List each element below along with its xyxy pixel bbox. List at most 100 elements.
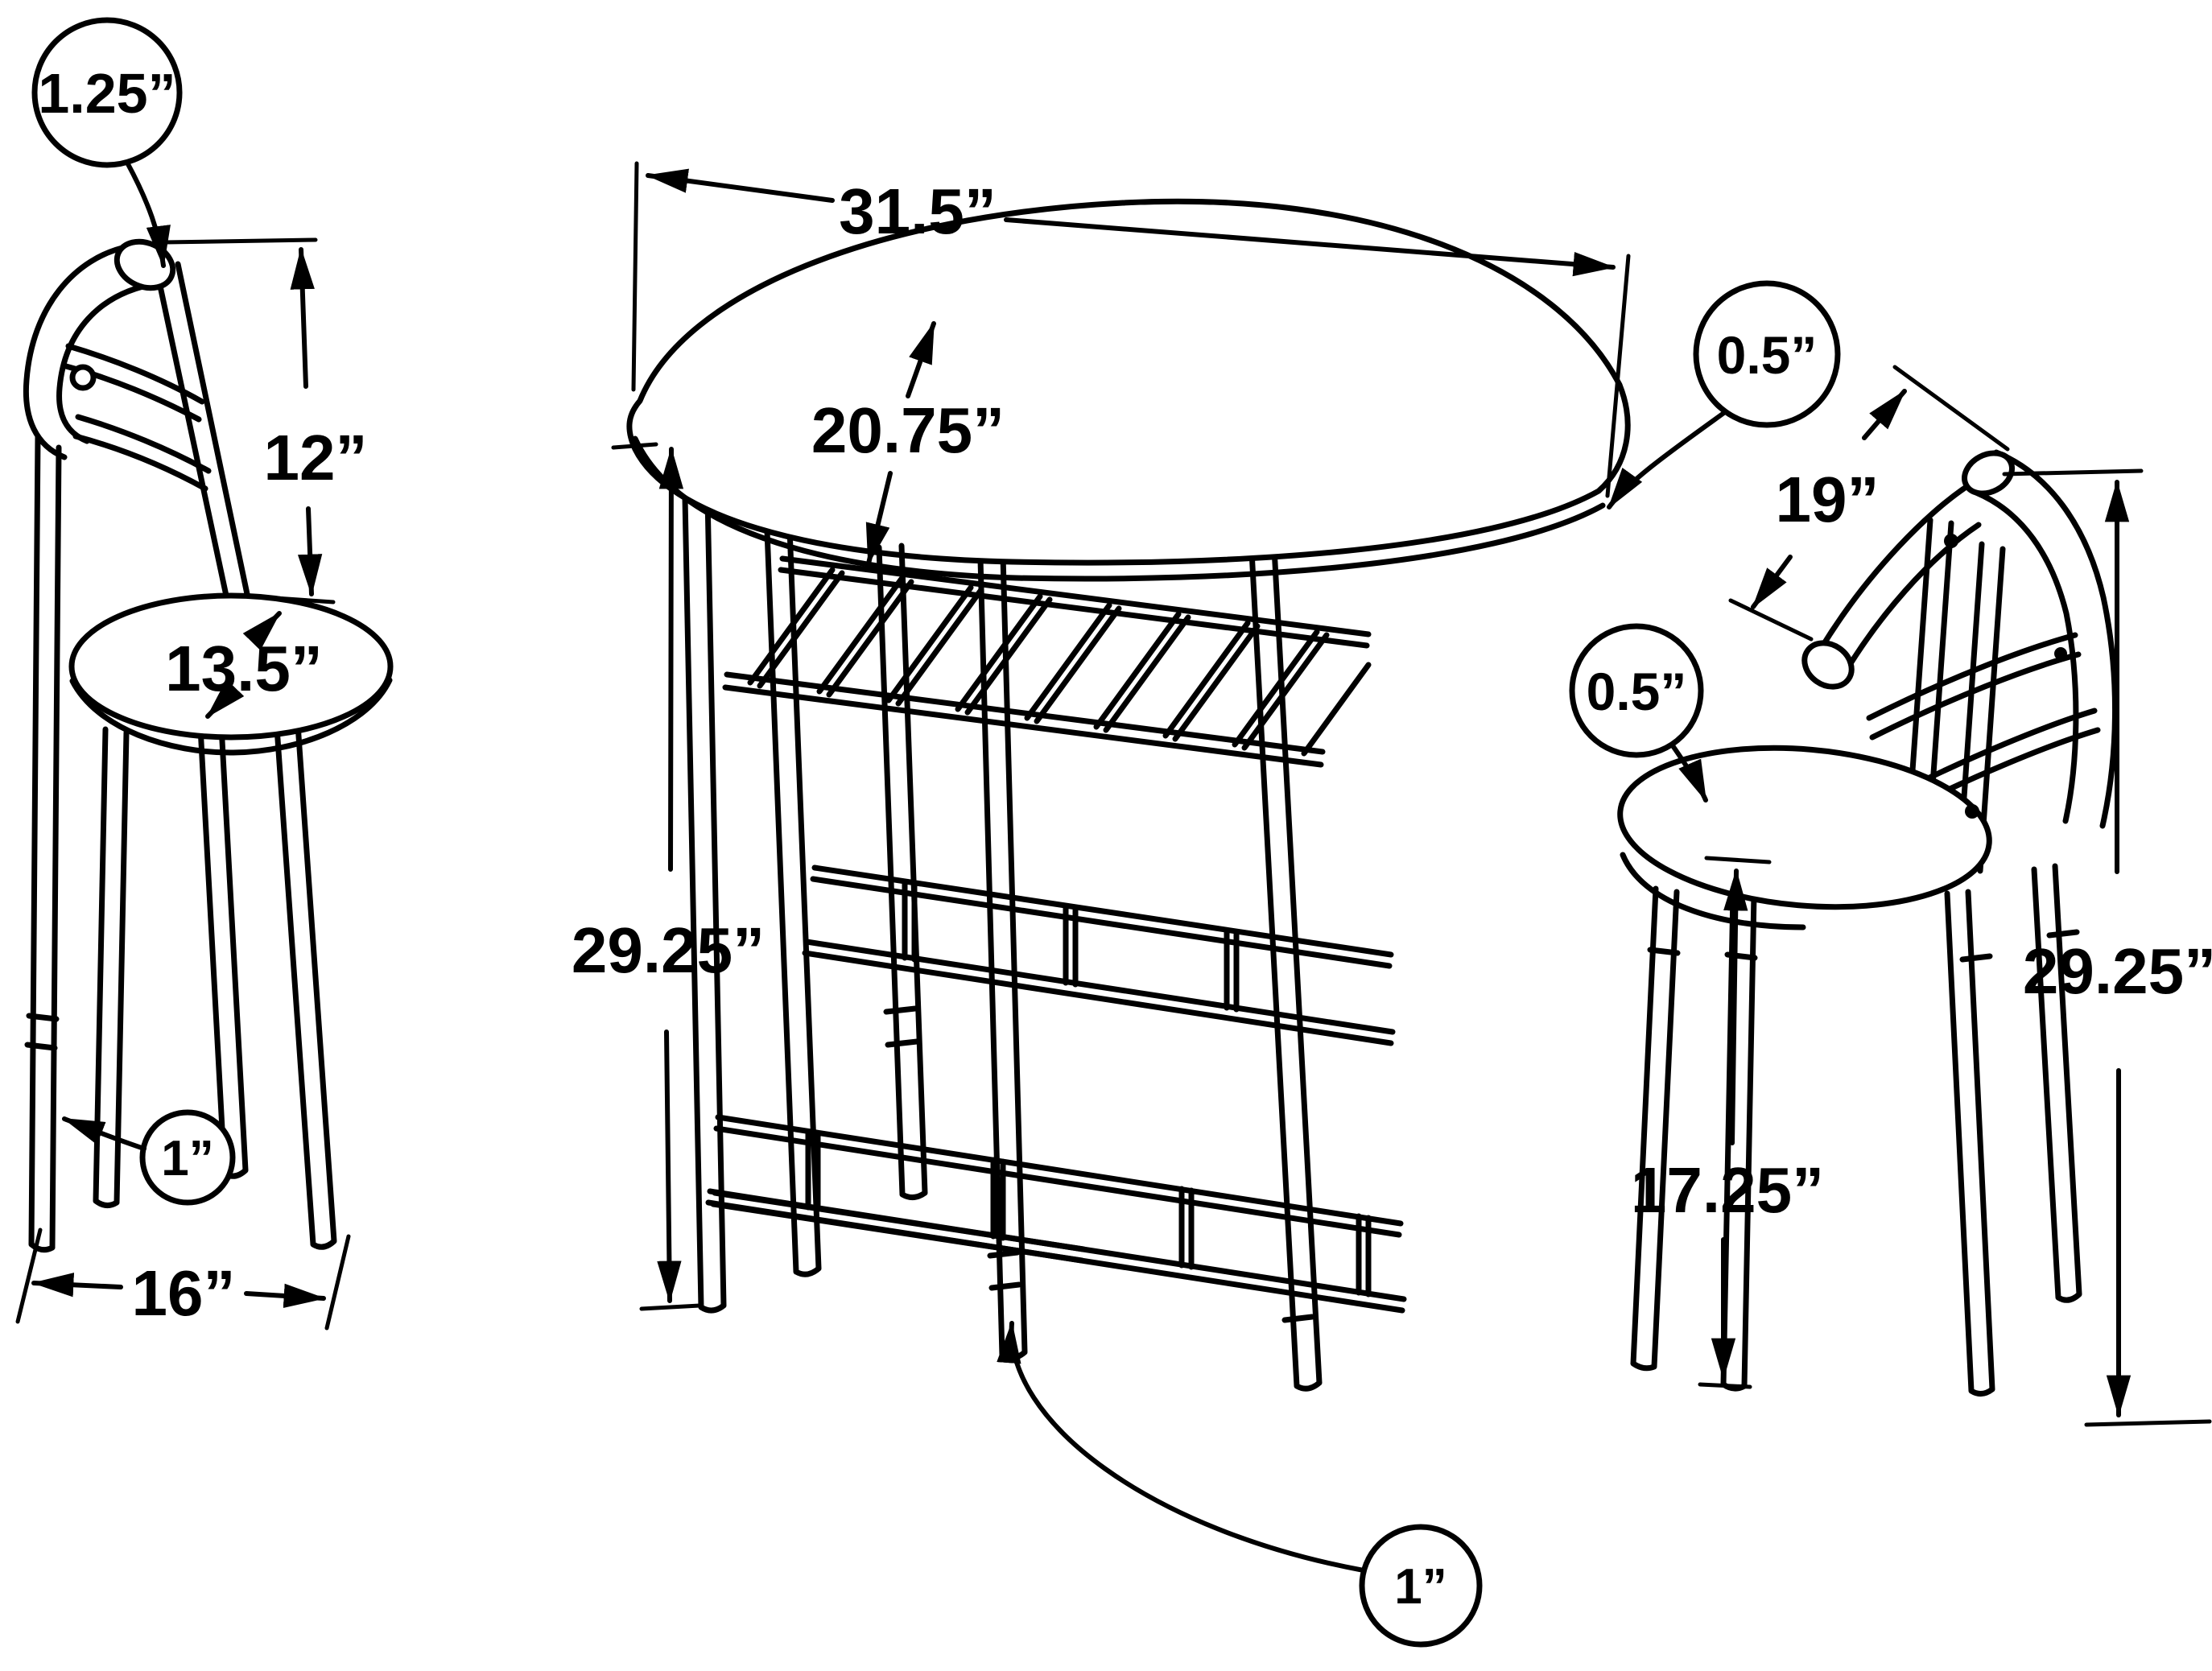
left-chair-seat — [68, 592, 394, 741]
dim-arrow-up — [290, 247, 315, 389]
right-chair-backrest-tube — [1818, 475, 1983, 652]
table-center-post — [876, 543, 928, 1200]
slat-bolt — [69, 364, 97, 391]
table-leg-left-front — [680, 412, 727, 1314]
extension-line — [631, 161, 639, 392]
extension-tick — [273, 596, 336, 604]
dim-text: 19” — [1776, 464, 1880, 535]
dim-arrow-ne — [242, 611, 282, 651]
dim-arrow-down — [657, 1029, 682, 1303]
left-chair-backrest-tube-inner — [56, 280, 161, 444]
right-chair-seat — [1617, 745, 1992, 910]
callout-leader-arrow — [1607, 410, 1727, 510]
callout-text: 0.5” — [1587, 662, 1687, 721]
extension-line — [324, 1234, 351, 1331]
callout-text: 0.5” — [1717, 325, 1818, 385]
left-chair-back-slat — [72, 414, 212, 492]
callout-circle — [31, 17, 183, 168]
extension-line — [1605, 254, 1631, 498]
right-chair-backrest-tube-inner — [1835, 522, 1982, 687]
dim-table-depth: 20.75” — [811, 321, 1005, 566]
right-chair-back-posts — [1903, 517, 2006, 874]
dim-right-seat-height: 17.25” — [1631, 856, 1824, 1389]
bolt-dot — [1965, 804, 1979, 819]
dim-right-chair-height: 29.25” — [2002, 468, 2212, 1427]
dim-text: 20.75” — [811, 394, 1005, 466]
dim-arrow-up — [1723, 869, 1748, 1145]
right-chair-leg — [1720, 890, 1757, 1392]
left-chair-back-posts — [153, 261, 250, 599]
callout-left-tube-diameter: 1.25” — [31, 17, 183, 268]
callout-circle — [1359, 1524, 1483, 1648]
dim-arrow-down — [297, 506, 323, 596]
dim-text: 12” — [264, 422, 368, 493]
leg-collar-marks — [987, 1249, 1315, 1323]
left-chair-backrest-tube — [23, 243, 132, 460]
dim-text: 13.5” — [165, 633, 323, 704]
wine-rack-slats — [747, 567, 1372, 757]
bolt-dot — [1944, 534, 1958, 548]
wine-rack-front-rail — [722, 671, 1326, 768]
right-chair-backrest-tube — [1993, 449, 2119, 829]
dim-text: 29.25” — [2023, 935, 2212, 1007]
right-chair-leg — [1630, 885, 1680, 1372]
dim-arrow-left — [31, 1273, 123, 1298]
extension-line — [1892, 365, 2010, 452]
left-chair-leg — [197, 723, 249, 1179]
dining-table — [626, 198, 1631, 1392]
right-chair-back-slat — [1866, 632, 2082, 741]
callout-circle — [1569, 623, 1704, 758]
right-chair-tube-top-cap — [1962, 450, 2015, 497]
dim-right-seat-width: 19” — [1728, 365, 2010, 642]
bolt-dot — [2054, 647, 2067, 660]
right-chair-leg — [2031, 863, 2082, 1303]
annotations: 1.25” 12” 13.5” 1” 16” — [15, 17, 2212, 1648]
extension-tick — [2002, 468, 2144, 477]
right-chair — [1617, 449, 2119, 1397]
callout-right-seat-thickness: 0.5” — [1569, 623, 1708, 802]
extension-tick — [639, 1303, 702, 1311]
dim-arrow-left — [646, 168, 835, 203]
dim-table-height: 29.25” — [572, 442, 765, 1311]
callout-text: 1” — [161, 1131, 213, 1186]
dim-text: 16” — [132, 1257, 236, 1329]
callout-table-leg-diameter: 1” — [997, 1321, 1483, 1648]
dim-left-seat-diameter: 13.5” — [165, 596, 336, 719]
callout-table-top-thickness: 0.5” — [1607, 280, 1841, 510]
dim-text: 31.5” — [839, 175, 997, 247]
dim-arrow-ne — [1862, 389, 1907, 440]
left-chair-back-leg — [28, 433, 62, 1253]
callout-leader-arrow — [1669, 742, 1708, 802]
dim-left-chair-width: 16” — [15, 1227, 351, 1331]
extension-tick — [163, 237, 318, 245]
dim-arrow-ne — [906, 321, 936, 398]
extension-line — [15, 1227, 43, 1324]
dim-arrow-right — [1004, 217, 1616, 277]
dim-left-backrest-height: 12” — [163, 237, 368, 596]
callout-leader-arrow — [62, 1116, 147, 1151]
callout-left-leg-diameter: 1” — [62, 1109, 236, 1206]
dim-arrow-sw — [205, 679, 245, 719]
right-chair-seat-rim — [1620, 852, 1806, 930]
left-chair-front-leg — [273, 710, 337, 1250]
right-chair-backrest-tube-inner — [1973, 489, 2079, 824]
right-chair-tube-end-cap — [1801, 640, 1855, 690]
left-chair — [23, 238, 394, 1253]
extension-tick — [611, 442, 658, 450]
table-top-edge-thickness — [632, 435, 1606, 582]
table-middle-shelf — [802, 864, 1396, 1046]
callout-text: 1.25” — [38, 62, 175, 125]
dim-arrow-sw — [1751, 555, 1793, 609]
post-collar-marks — [883, 1005, 920, 1048]
callout-leader-arrow — [997, 1321, 1366, 1573]
extension-tick — [1698, 1382, 1752, 1389]
right-chair-leg — [1944, 889, 1995, 1397]
callout-text: 1” — [1394, 1559, 1446, 1615]
callout-leader-arrow — [125, 160, 171, 268]
extension-line — [1728, 598, 1814, 642]
extension-tick — [1704, 856, 1772, 864]
callout-circle — [1693, 280, 1841, 428]
left-chair-seat-rim — [69, 677, 393, 756]
dim-arrow-right — [244, 1283, 326, 1309]
